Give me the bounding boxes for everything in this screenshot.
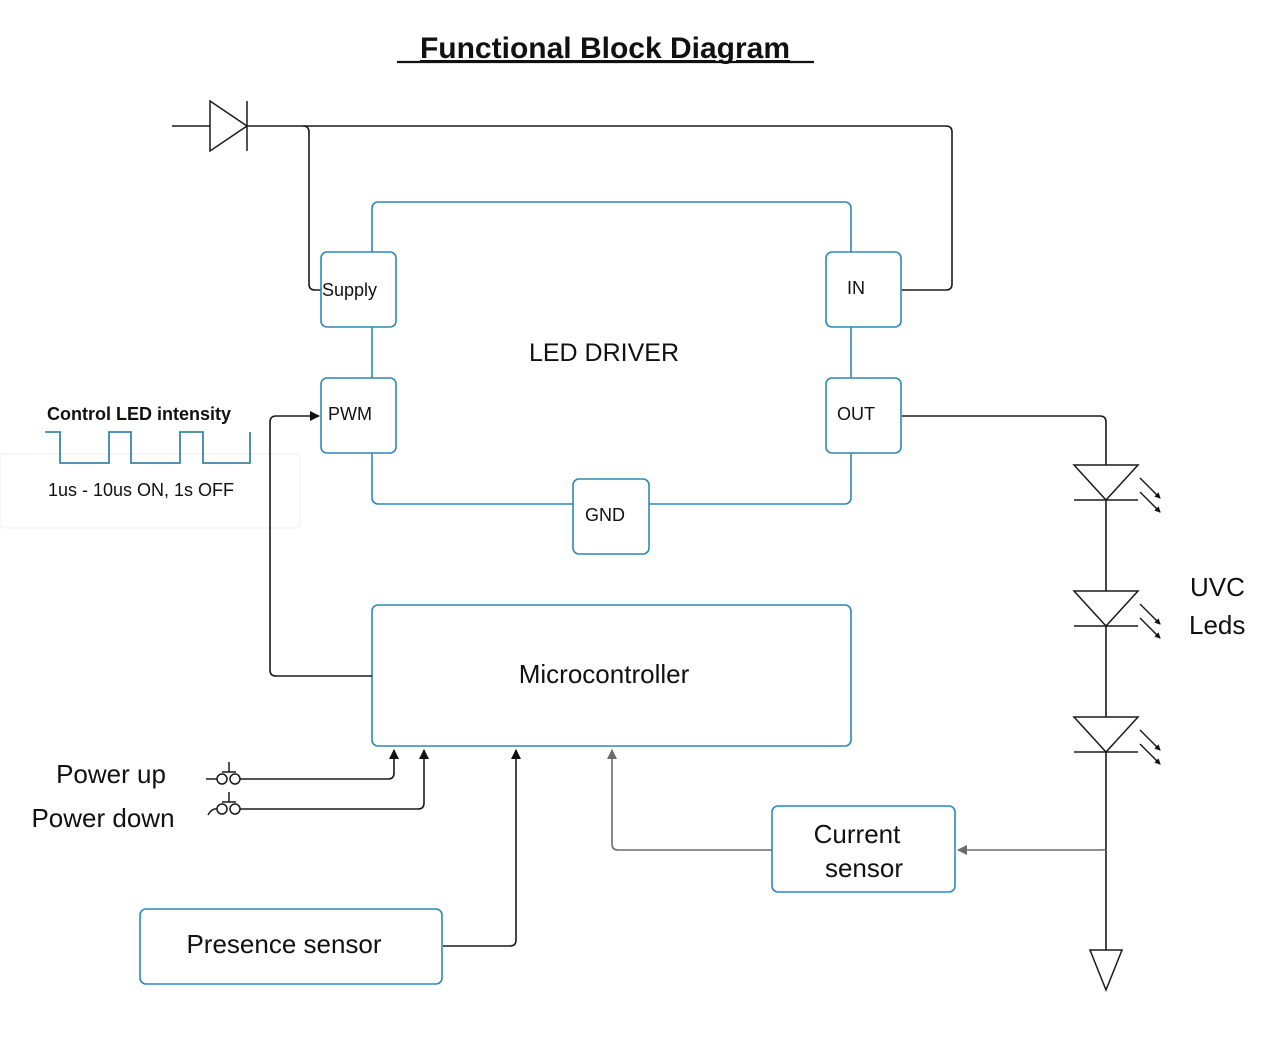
led-driver-label: LED DRIVER [529,339,679,367]
presence-sensor-block [139,908,443,985]
current-sensor-block [771,805,956,893]
current-sensor-to-mcu-wire [607,749,772,851]
pin-in-label: IN [847,278,865,298]
pwm-note-box [0,453,301,529]
uvc-led-3-icon [1072,716,1161,765]
presence-sensor-to-mcu-wire [443,749,521,947]
pin-out: OUT [825,377,902,454]
pin-in: IN [825,251,902,328]
led-to-current-sensor-wire [957,845,1107,855]
presence-sensor-label: Presence sensor [186,929,381,959]
uvc-label-line1: UVC [1190,572,1245,602]
power-down-to-mcu-wire [240,749,429,810]
input-diode-icon [172,99,249,153]
pwm-note-timing: 1us - 10us ON, 1s OFF [48,480,234,500]
microcontroller-label: Microcontroller [519,659,690,689]
mcu-to-pwm-wire [269,411,372,677]
supply-rail-to-supply-wire [302,125,321,291]
power-down-switch-icon[interactable] [207,792,241,816]
diagram-title: Functional Block Diagram [420,32,790,65]
pin-pwm: PWM [320,377,397,454]
pin-supply-label: Supply [322,280,377,300]
pin-out-label: OUT [837,404,875,424]
supply-rail-to-in-wire [247,125,953,291]
pin-pwm-label: PWM [328,404,372,424]
pwm-note-heading: Control LED intensity [47,404,231,424]
power-up-to-mcu-wire [240,749,399,780]
current-sensor-label-line2: sensor [825,853,903,883]
power-up-switch-icon[interactable] [206,762,241,785]
uvc-led-2-icon [1072,590,1161,639]
out-to-leds-wire [902,415,1107,465]
power-up-label: Power up [56,759,166,789]
pin-gnd: GND [572,478,650,555]
power-down-label: Power down [31,803,174,833]
ground-icon [1088,949,1124,993]
pin-supply: Supply [320,251,397,328]
uvc-led-1-icon [1072,464,1161,513]
pwm-waveform-icon [45,431,251,464]
current-sensor-label-line1: Current [814,819,901,849]
uvc-label-line2: Leds [1189,610,1245,640]
pin-gnd-label: GND [585,505,625,525]
